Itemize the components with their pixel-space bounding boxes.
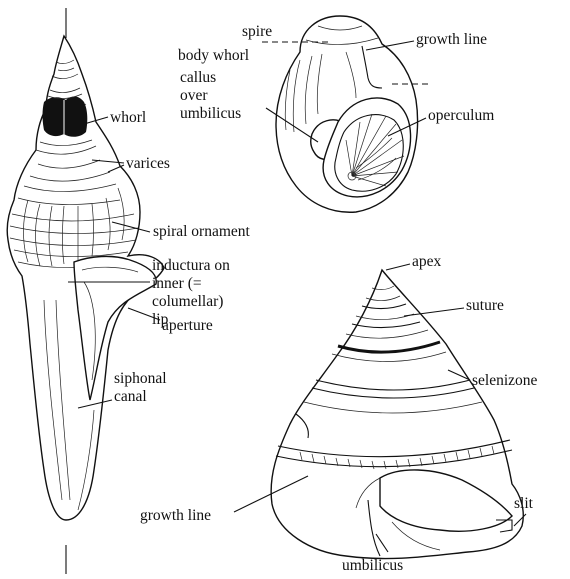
label-body-whorl: body whorl — [178, 47, 249, 64]
label-siphonal-line2: canal — [114, 388, 147, 405]
label-whorl: whorl — [110, 109, 146, 126]
label-inductura-line2: inner (= — [152, 275, 202, 292]
label-callus-line1: callus — [180, 69, 216, 86]
label-inductura-line3: columellar) — [152, 293, 223, 310]
label-siphonal-line1: siphonal — [114, 370, 167, 387]
label-umbilicus: umbilicus — [342, 557, 403, 574]
label-varices: varices — [126, 155, 170, 172]
dark-whorl-band — [43, 97, 88, 137]
label-aperture: aperture — [162, 317, 213, 334]
label-inductura-line1: inductura on — [152, 257, 230, 274]
label-apex: apex — [412, 253, 442, 270]
label-spiral-ornament: spiral ornament — [153, 223, 251, 240]
label-suture: suture — [466, 297, 504, 314]
left-shell-drawing — [7, 8, 164, 574]
label-callus-line3: umbilicus — [180, 105, 241, 122]
leader-apex — [386, 264, 410, 270]
label-callus-line2: over — [180, 87, 208, 104]
label-selenizone: selenizone — [472, 372, 538, 389]
label-spire: spire — [242, 23, 272, 40]
label-growth-line-top: growth line — [416, 31, 487, 48]
label-operculum: operculum — [428, 107, 494, 124]
top-right-shell-drawing — [262, 16, 432, 212]
label-slit: slit — [514, 495, 534, 512]
label-growth-line-bottom: growth line — [140, 507, 211, 524]
